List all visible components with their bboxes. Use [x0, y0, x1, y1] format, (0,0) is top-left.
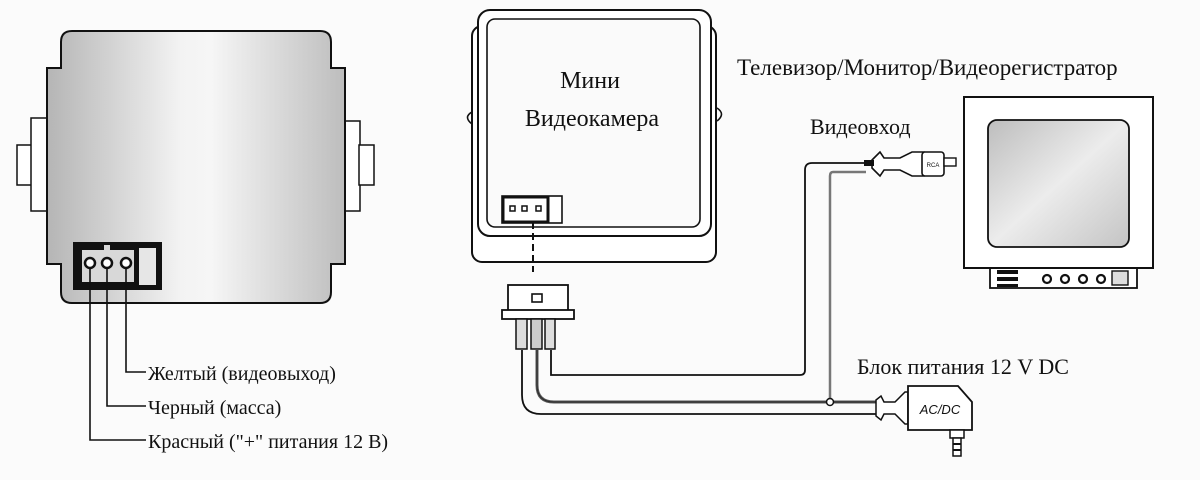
connector-side-slot: [139, 248, 156, 285]
adapter-body: [907, 385, 973, 431]
ground-cable-outline: [536, 350, 878, 403]
monitor-knob-3: [1077, 273, 1089, 285]
camera-left-ear: [466, 111, 473, 125]
camera-socket-frame: [501, 195, 563, 224]
cables: [521, 162, 878, 415]
power-cable: [521, 350, 878, 415]
monitor: Телевизор/Монитор/Видеорегистратор: [737, 55, 1154, 289]
monitor-base-slot-1: [997, 270, 1018, 274]
video-input-label: Видеовход: [810, 114, 911, 139]
camera-socket: [501, 195, 550, 224]
pin-black: [100, 256, 114, 270]
monitor-title: Телевизор/Монитор/Видеорегистратор: [737, 55, 1118, 80]
right-outer-bracket: [358, 144, 375, 186]
plug-latch: [531, 293, 543, 303]
plug-lead-3: [544, 318, 556, 350]
camera-plug: [501, 284, 575, 350]
left-outer-bracket: [16, 144, 33, 186]
monitor-knob-4: [1095, 273, 1107, 285]
camera-socket-pin-3: [535, 205, 542, 212]
dc-cable-boot: [875, 391, 909, 425]
camera-back-view: Желтый (видеовыход) Черный (масса) Красн…: [16, 30, 388, 453]
rca-plug-label: RCA: [927, 163, 940, 169]
rca-plug: RCA Видеовход: [810, 114, 957, 178]
camera-socket-pin-1: [509, 205, 516, 212]
camera-socket-pin-2: [521, 205, 528, 212]
monitor-screen: [987, 119, 1130, 248]
connector-key: [104, 245, 110, 250]
plug-flange: [501, 309, 575, 320]
wire-black-label: Черный (масса): [148, 397, 281, 419]
plug-lead-1: [515, 318, 528, 350]
wire-yellow-label: Желтый (видеовыход): [148, 363, 336, 385]
power-supply-title: Блок питания 12 V DC: [857, 354, 1069, 379]
rca-cable-end: [864, 160, 874, 166]
rca-pin: [943, 157, 957, 167]
adapter-jack-collar: [949, 429, 965, 439]
wire-black-leader: [106, 268, 146, 407]
plug-body: [507, 284, 569, 312]
adapter-label: AC/DC: [919, 402, 961, 417]
adapter-jack-pin: [952, 437, 962, 457]
rca-boot: [871, 150, 925, 178]
wire-red-label: Красный ("+" питания 12 В): [148, 431, 388, 453]
camera-title-line2: Видеокамера: [525, 106, 660, 132]
shield-cable: [828, 170, 866, 402]
ground-cable: [535, 350, 878, 404]
monitor-power-button: [1111, 270, 1129, 286]
left-inner-bracket: [30, 117, 49, 212]
camera-back-body: [46, 30, 346, 304]
power-supply: Блок питания 12 V DC AC/DC: [857, 354, 1069, 457]
wire-red-leader: [89, 268, 146, 441]
camera-front-inner: [486, 18, 701, 228]
camera-right-ear: [716, 107, 723, 122]
monitor-knob-1: [1041, 273, 1053, 285]
wire-yellow-leader: [125, 268, 146, 373]
camera-title-line1: Мини: [560, 68, 620, 94]
pin-yellow: [119, 256, 133, 270]
monitor-base-slot-3: [997, 284, 1018, 287]
pin-red: [83, 256, 97, 270]
mini-camera: Мини Видеокамера: [466, 9, 723, 272]
ground-junction: [825, 397, 835, 407]
plug-lead-2: [530, 318, 543, 350]
video-cable: [550, 162, 868, 376]
monitor-knob-2: [1059, 273, 1071, 285]
monitor-base-slot-2: [997, 277, 1018, 281]
